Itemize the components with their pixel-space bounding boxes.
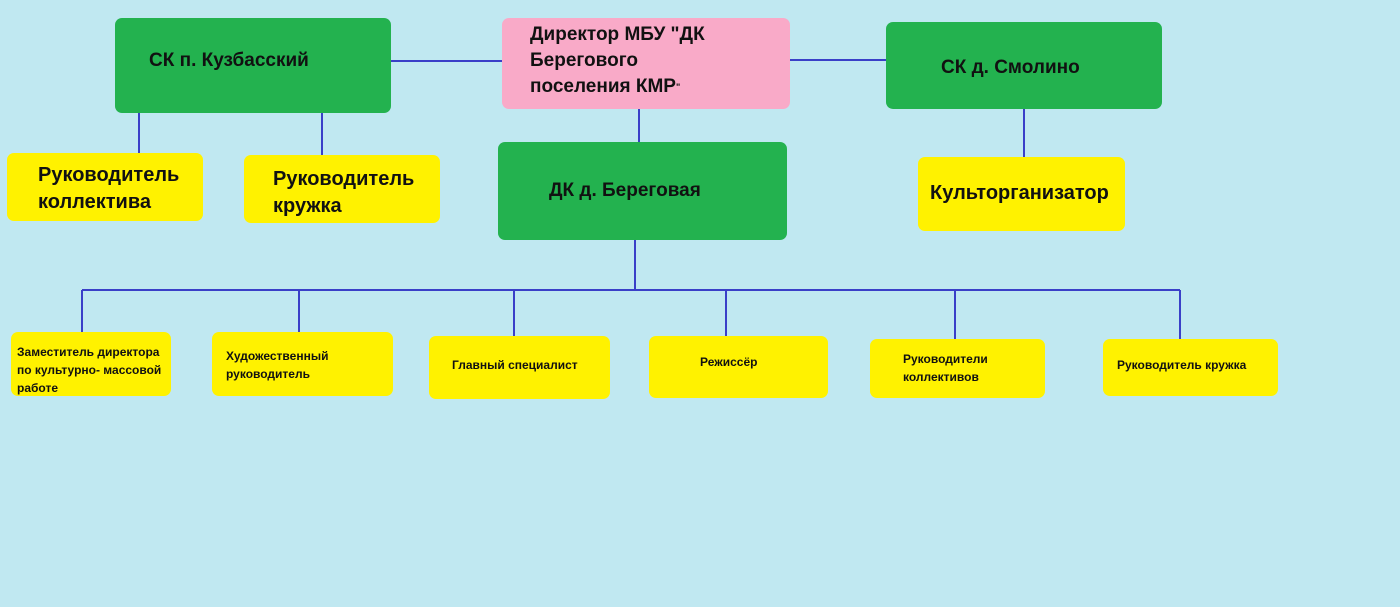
staff-label-collective-head: Руководитель коллектива bbox=[38, 164, 180, 213]
staff-label-art-director: Художественный руководитель bbox=[226, 349, 329, 381]
director-box: Директор МБУ "ДК Берегового поселения КМ… bbox=[502, 18, 790, 109]
staff-label-club-leader: Руководитель кружка bbox=[1117, 358, 1247, 372]
unit-box-kuzbassky: СК п. Кузбасский bbox=[115, 18, 391, 113]
staff-label-deputy-director: Заместитель директора по культурно- масс… bbox=[17, 345, 162, 395]
director-label: Директор МБУ "ДК Берегового поселения КМ… bbox=[530, 24, 705, 97]
staff-box-collective-head: Руководитель коллектива bbox=[7, 153, 203, 221]
staff-box-deputy-director: Заместитель директора по культурно- масс… bbox=[11, 332, 171, 396]
staff-box-organizer: Культорганизатор bbox=[918, 157, 1125, 231]
unit-label-beregovaya: ДК д. Береговая bbox=[549, 180, 701, 201]
director-quote-mark: " bbox=[675, 82, 681, 92]
staff-label-chief-specialist: Главный специалист bbox=[452, 358, 578, 372]
staff-label-collective-heads: Руководители коллективов bbox=[903, 352, 988, 384]
staff-box-art-director: Художественный руководитель bbox=[212, 332, 393, 396]
unit-box-beregovaya: ДК д. Береговая bbox=[498, 142, 787, 240]
staff-box-collective-heads: Руководители коллективов bbox=[870, 339, 1045, 398]
staff-box-chief-specialist: Главный специалист bbox=[429, 336, 610, 399]
staff-label-organizer: Культорганизатор bbox=[930, 182, 1109, 204]
staff-label-club-head: Руководитель кружка bbox=[273, 168, 415, 217]
unit-label-smolino: СК д. Смолино bbox=[941, 57, 1080, 78]
staff-box-club-leader: Руководитель кружка bbox=[1103, 339, 1278, 396]
staff-box-stage-director: Режиссёр bbox=[649, 336, 828, 398]
staff-box-club-head: Руководитель кружка bbox=[244, 155, 440, 223]
unit-box-smolino: СК д. Смолино bbox=[886, 22, 1162, 109]
unit-label-kuzbassky: СК п. Кузбасский bbox=[149, 50, 309, 71]
staff-label-stage-director: Режиссёр bbox=[700, 355, 758, 369]
